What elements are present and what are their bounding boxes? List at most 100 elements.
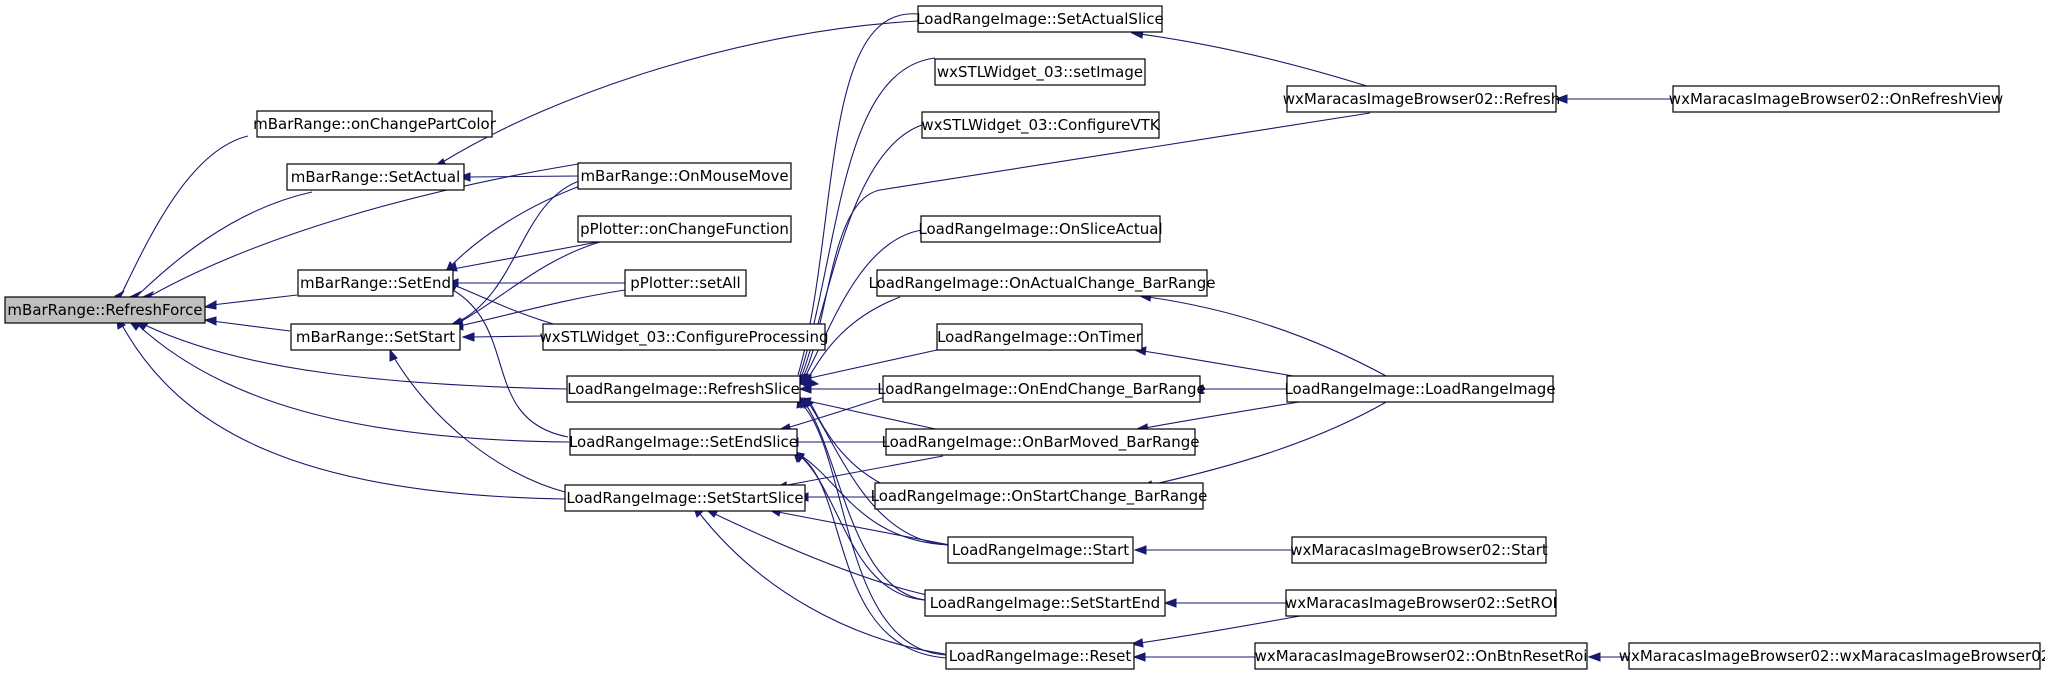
node-onrefreshview[interactable]: wxMaracasImageBrowser02::OnRefreshView [1669, 85, 2003, 113]
edge-onchangefunction-setend [452, 241, 599, 270]
edge-start-setendslice [799, 454, 949, 546]
edge-wxsetroi-reset [1139, 615, 1301, 644]
arrowhead [1587, 652, 1601, 662]
edge-start-setstartslice [777, 511, 951, 546]
node-label: wxMaracasImageBrowser02::wxMaracasImageB… [1619, 647, 2045, 665]
node-label: wxSTLWidget_03::ConfigureProcessing [539, 328, 828, 347]
edge-setstartslice-refreshforce [121, 324, 566, 500]
edge-setimage-refreshslice [799, 57, 936, 376]
edge-onmousemove-setactual [466, 175, 579, 178]
node-wxsetroi[interactable]: wxMaracasImageBrowser02::SetROI [1285, 589, 1557, 617]
edge-loadrangeimage-onstartchange [1149, 400, 1389, 486]
edge-loadrangeimage-onactualchange [1147, 296, 1389, 378]
node-label: wxMaracasImageBrowser02::Refresh [1283, 90, 1561, 108]
node-label: pPlotter::setAll [630, 274, 740, 292]
edge-onbarmoved-setstartslice [781, 455, 944, 487]
edge-refreshslice-refreshforce [144, 324, 568, 390]
node-setstartend[interactable]: LoadRangeImage::SetStartEnd [924, 589, 1166, 617]
node-wxctor[interactable]: wxMaracasImageBrowser02::wxMaracasImageB… [1619, 642, 2045, 670]
node-setactualslice[interactable]: LoadRangeImage::SetActualSlice [916, 5, 1164, 33]
node-label: LoadRangeImage::OnBarMoved_BarRange [881, 433, 1199, 452]
node-label: LoadRangeImage::OnEndChange_BarRange [877, 380, 1206, 399]
node-label: wxMaracasImageBrowser02::OnRefreshView [1669, 90, 2003, 108]
node-onchangepartcolor[interactable]: mBarRange::onChangePartColor [253, 110, 497, 138]
node-label: LoadRangeImage::OnStartChange_BarRange [871, 487, 1208, 506]
node-label: LoadRangeImage::SetActualSlice [916, 10, 1164, 28]
node-label: LoadRangeImage::RefreshSlice [567, 380, 800, 398]
node-refreshslice[interactable]: LoadRangeImage::RefreshSlice [566, 375, 801, 403]
edge-onchangefunction-setstart [459, 241, 601, 323]
edge-setendslice-refreshforce [137, 324, 570, 443]
edge-onchangepartcolor-refreshforce [120, 135, 249, 296]
node-label: mBarRange::OnMouseMove [580, 167, 788, 185]
node-label: LoadRangeImage::Start [952, 541, 1129, 559]
node-wxstart[interactable]: wxMaracasImageBrowser02::Start [1290, 536, 1548, 564]
node-setstartslice[interactable]: LoadRangeImage::SetStartSlice [564, 484, 806, 512]
node-ontimer[interactable]: LoadRangeImage::OnTimer [936, 323, 1143, 351]
edge-onbarmoved-refreshslice [807, 400, 941, 431]
node-onactualchange[interactable]: LoadRangeImage::OnActualChange_BarRange [868, 269, 1216, 297]
edge-onmousemove-setend [447, 185, 581, 270]
node-setimage[interactable]: wxSTLWidget_03::setImage [934, 58, 1146, 86]
node-setendslice[interactable]: LoadRangeImage::SetEndSlice [569, 428, 798, 456]
arrowhead [798, 373, 812, 383]
edge-setstartslice-setstart [391, 353, 566, 493]
edge-onmousemove-refreshforce [151, 163, 579, 296]
arrowhead [203, 316, 217, 326]
node-label: wxMaracasImageBrowser02::SetROI [1285, 594, 1557, 612]
edge-refresh-refreshslice [803, 112, 1371, 376]
node-setend[interactable]: mBarRange::SetEnd [297, 269, 454, 297]
edge-onsliceactual-refreshslice [805, 229, 923, 376]
edge-setend-refreshforce [211, 294, 298, 306]
edge-ontimer-refreshslice [809, 349, 938, 379]
node-wxrefresh[interactable]: wxMaracasImageBrowser02::Refresh [1283, 85, 1561, 113]
node-onsliceactual[interactable]: LoadRangeImage::OnSliceActual [918, 215, 1163, 243]
node-onbarmoved[interactable]: LoadRangeImage::OnBarMoved_BarRange [881, 428, 1200, 456]
node-label: mBarRange::onChangePartColor [253, 115, 497, 133]
edge-configureprocessing-setend [453, 284, 565, 328]
node-setactual[interactable]: mBarRange::SetActual [286, 163, 465, 191]
node-reset[interactable]: LoadRangeImage::Reset [945, 642, 1135, 670]
node-loadrangeimage[interactable]: LoadRangeImage::LoadRangeImage [1284, 375, 1556, 403]
node-configureprocessing[interactable]: wxSTLWidget_03::ConfigureProcessing [539, 323, 829, 351]
edge-loadrangeimage-onbarmoved [1144, 400, 1306, 429]
node-label: mBarRange::RefreshForce [7, 301, 202, 319]
edge-setstart-refreshforce [211, 320, 291, 332]
node-configurevtk[interactable]: wxSTLWidget_03::ConfigureVTK [921, 111, 1161, 139]
node-refreshforce[interactable]: mBarRange::RefreshForce [4, 296, 206, 324]
arrowhead [1554, 94, 1568, 104]
node-label: wxMaracasImageBrowser02::OnBtnResetRoi [1255, 647, 1588, 665]
arrowhead [1133, 545, 1147, 555]
node-label: LoadRangeImage::LoadRangeImage [1284, 380, 1555, 398]
node-onendchange[interactable]: LoadRangeImage::OnEndChange_BarRange [877, 375, 1206, 403]
node-label: LoadRangeImage::OnActualChange_BarRange [868, 274, 1215, 293]
edge-setendslice-setend [452, 289, 569, 438]
edge-configureprocessing-setstart [471, 335, 543, 338]
edge-setactual-refreshforce [137, 191, 313, 296]
nodes: mBarRange::RefreshForce mBarRange::onCha… [4, 5, 2045, 670]
node-onchangefunction[interactable]: pPlotter::onChangeFunction [577, 215, 792, 243]
arrowhead [1163, 598, 1177, 608]
node-label: pPlotter::onChangeFunction [580, 220, 789, 238]
node-label: mBarRange::SetStart [296, 328, 455, 346]
node-onbtnresetroi[interactable]: wxMaracasImageBrowser02::OnBtnResetRoi [1254, 642, 1588, 670]
node-label: LoadRangeImage::OnSliceActual [918, 220, 1162, 238]
edge-setactualslice-refreshslice [797, 13, 919, 376]
node-label: LoadRangeImage::Reset [949, 647, 1132, 665]
edge-setstartend-refreshslice [803, 401, 926, 601]
node-setstart[interactable]: mBarRange::SetStart [290, 323, 461, 351]
arrowhead [1132, 652, 1146, 662]
node-label: wxSTLWidget_03::setImage [937, 63, 1143, 82]
node-label: LoadRangeImage::OnTimer [937, 328, 1143, 346]
node-label: LoadRangeImage::SetStartSlice [566, 489, 803, 507]
arrowhead [798, 384, 812, 394]
node-setall[interactable]: pPlotter::setAll [624, 269, 747, 297]
edge-setstartend-setstartslice [714, 513, 928, 596]
node-start[interactable]: LoadRangeImage::Start [947, 536, 1134, 564]
edge-setall-setstart [458, 289, 626, 327]
node-label: mBarRange::SetEnd [300, 274, 451, 292]
node-onmousemove[interactable]: mBarRange::OnMouseMove [577, 162, 792, 190]
edge-setactualslice-setactual [440, 20, 919, 164]
node-onstartchange[interactable]: LoadRangeImage::OnStartChange_BarRange [871, 482, 1208, 510]
